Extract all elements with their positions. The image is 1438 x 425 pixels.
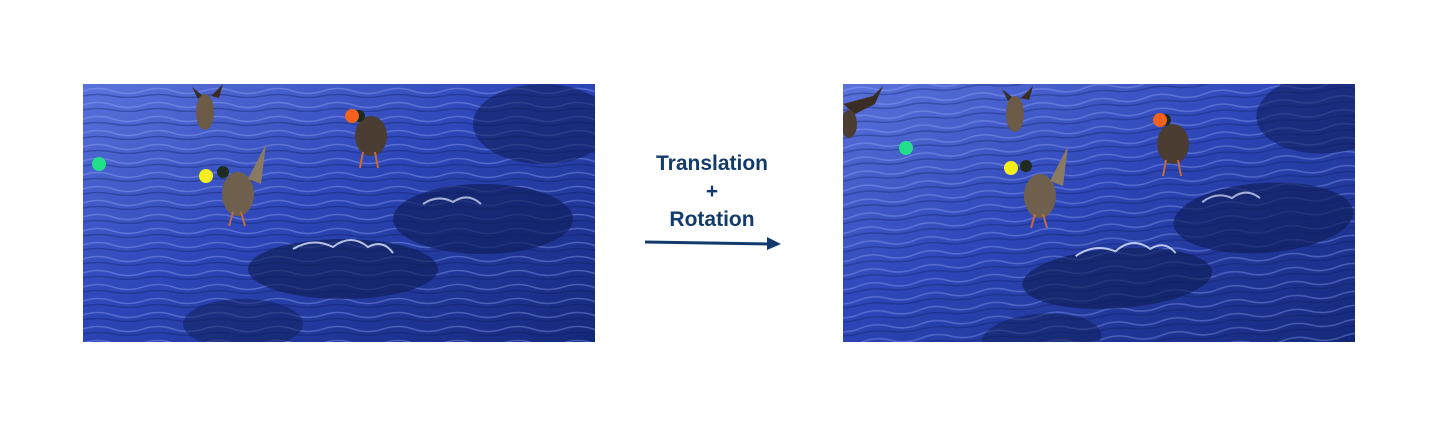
- keypoint-yellow: [1004, 161, 1018, 175]
- keypoint-yellow: [199, 169, 213, 183]
- duck-edge: [843, 86, 883, 138]
- ducks-photo-before: [83, 84, 595, 342]
- arrow-right-icon: [645, 237, 781, 250]
- ducks-photo-after: [843, 84, 1355, 342]
- label-rotation: Rotation: [669, 208, 755, 231]
- label-translation: Translation: [655, 152, 769, 175]
- duck-flying: [1002, 86, 1033, 132]
- transform-label: Translation + Rotation: [612, 150, 812, 234]
- label-plus: +: [705, 180, 719, 203]
- duck-flying: [192, 84, 223, 130]
- duck-center: [1020, 146, 1068, 229]
- keypoint-green: [899, 141, 913, 155]
- keypoint-orange: [345, 109, 359, 123]
- image-after: [843, 84, 1355, 342]
- keypoint-green: [92, 157, 106, 171]
- image-before: [83, 84, 595, 342]
- duck-center: [217, 144, 266, 227]
- keypoint-orange: [1153, 113, 1167, 127]
